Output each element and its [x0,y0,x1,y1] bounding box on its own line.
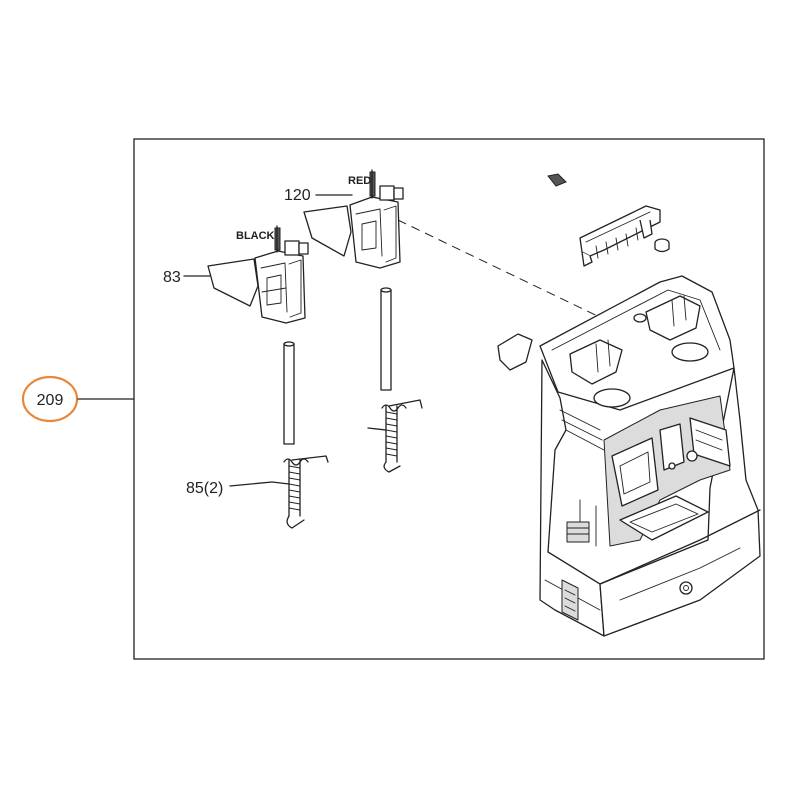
main-housing[interactable] [539,275,761,637]
switch-tab [207,258,259,307]
switch-connector [284,240,300,256]
spring-right[interactable] [367,399,423,473]
switch-body [254,250,306,324]
label-red-text: RED [348,175,371,187]
spring-left[interactable] [271,455,329,529]
housing-side [599,367,761,637]
label-black-text: BLACK [236,230,275,242]
assembly-dashed-line [397,219,611,323]
switch-tab [303,205,352,257]
pad-piece[interactable] [497,333,533,371]
latch-bracket[interactable] [579,205,661,267]
callout-209[interactable]: 209 [21,375,135,423]
shaft-left[interactable] [283,341,295,445]
switch-body [349,196,401,269]
switch-connector [379,185,395,201]
part-120-switch-assembly[interactable] [303,169,404,269]
label-83-text: 83 [163,269,181,286]
label-black: BLACK [236,230,275,242]
small-clip[interactable] [547,173,567,187]
callout-number: 209 [37,392,64,409]
label-120: 120 [284,187,353,204]
callout-circle [21,375,79,423]
small-cap[interactable] [654,238,670,253]
shaft-right[interactable] [380,287,392,391]
part-83-switch-assembly[interactable] [207,225,309,324]
label-85-text: 85(2) [186,480,223,497]
label-83: 83 [163,269,211,286]
housing-top [539,275,735,411]
label-85: 85(2) [186,480,273,497]
label-120-text: 120 [284,187,311,204]
label-red: RED [348,175,371,187]
